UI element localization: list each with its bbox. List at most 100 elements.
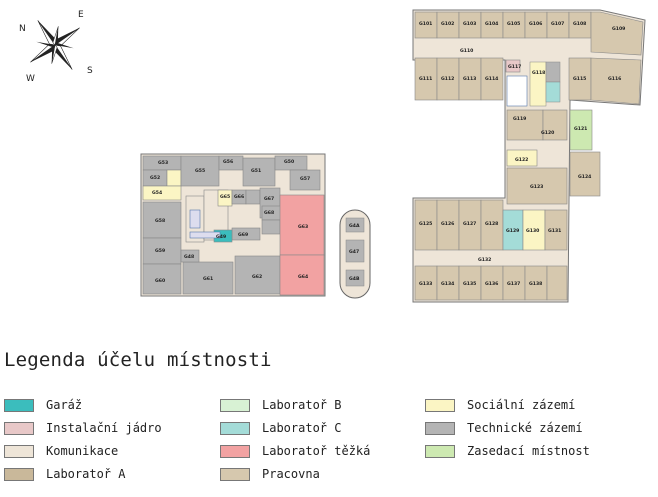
legend-label: Technické zázemí (467, 421, 583, 435)
room-label: G117 (508, 64, 521, 70)
room-label: G63 (298, 224, 308, 230)
legend-item-technicke-zazemi: Technické zázemí (425, 419, 583, 437)
left-building: G53 G52 G54 G55 G56 G51 G50 G57 G58 G59 … (140, 153, 326, 297)
legend-swatch (4, 421, 34, 435)
legend-swatch (425, 421, 455, 435)
room-label: G67 (264, 196, 274, 202)
room-label: G116 (608, 76, 621, 82)
legend-item-socialni-zazemi: Sociální zázemí (425, 396, 575, 414)
room-label: G102 (441, 21, 454, 27)
compass-south: S (87, 66, 93, 76)
room-label: G134 (441, 281, 454, 287)
legend-swatch (220, 421, 250, 435)
room (142, 185, 182, 201)
room (166, 169, 182, 187)
room-label: G119 (513, 116, 526, 122)
legend-label: Instalační jádro (46, 421, 162, 435)
room-label: G131 (548, 228, 561, 234)
room-label: G57 (300, 176, 310, 182)
legend-swatch (220, 398, 250, 412)
room-label: G132 (478, 257, 491, 263)
room-label: G64 (298, 274, 308, 280)
legend-label: Zasedací místnost (467, 444, 590, 458)
legend-label: Laboratoř těžká (262, 444, 371, 458)
room-label: G4A (349, 223, 360, 229)
legend-item-instalacni-jadro: Instalační jádro (4, 419, 162, 437)
room-label: G127 (463, 221, 476, 227)
right-building: G101 G102 G103 G104 G105 G106 G107 G108 … (412, 9, 646, 303)
room-label: G125 (419, 221, 432, 227)
legend-swatch (425, 398, 455, 412)
room-label: G49 (216, 234, 226, 240)
room-label: G128 (485, 221, 498, 227)
room-label: G107 (551, 21, 564, 27)
room-label: G48 (184, 254, 194, 260)
room-label: G65 (220, 194, 230, 200)
room (234, 255, 281, 295)
room-label: G62 (252, 274, 262, 280)
room (182, 261, 234, 295)
room-label: G59 (155, 248, 165, 254)
compass-west: W (26, 74, 35, 84)
room-label: G111 (419, 76, 432, 82)
room-label: G136 (485, 281, 498, 287)
legend-label: Komunikace (46, 444, 119, 458)
room (279, 194, 325, 256)
legend-item-laborator-tezka: Laboratoř těžká (220, 442, 370, 460)
room-label: G122 (515, 157, 528, 163)
legend-title: Legenda účelu místnosti (4, 349, 272, 371)
room-label: G50 (284, 159, 294, 165)
legend-label: Garáž (46, 398, 83, 412)
room-label: G51 (251, 168, 261, 174)
room-label: G47 (349, 249, 359, 255)
room-label: G133 (419, 281, 432, 287)
room-label: G112 (441, 76, 454, 82)
legend-item-garaz: Garáž (4, 396, 82, 414)
room (180, 249, 200, 263)
legend-label: Laboratoř A (46, 467, 126, 481)
room-label: G68 (264, 210, 274, 216)
room-label: G60 (155, 278, 165, 284)
room (279, 254, 325, 296)
legend-item-laborator-b: Laboratoř B (220, 396, 341, 414)
legend-swatch (425, 444, 455, 458)
stair-tower: G4A G47 G4B (339, 209, 371, 299)
room-label: G138 (529, 281, 542, 287)
room-label: G54 (152, 190, 162, 196)
legend-label: Sociální zázemí (467, 398, 576, 412)
room-label: G137 (507, 281, 520, 287)
room (242, 157, 276, 187)
legend-swatch (4, 467, 34, 481)
room-label: G66 (234, 194, 244, 200)
legend-item-laborator-a: Laboratoř A (4, 465, 125, 483)
room-label: G56 (223, 159, 233, 165)
room-label: G55 (195, 168, 205, 174)
room-label: G110 (460, 48, 473, 54)
room (142, 263, 182, 295)
room-label: G104 (485, 21, 498, 27)
room-label: G126 (441, 221, 454, 227)
legend-item-zasedaci-mistnost: Zasedací místnost (425, 442, 590, 460)
room-label: G106 (529, 21, 542, 27)
legend-item-komunikace: Komunikace (4, 442, 118, 460)
room-label: G58 (155, 218, 165, 224)
legend-swatch (4, 444, 34, 458)
room (245, 189, 261, 205)
legend-label: Laboratoř B (262, 398, 342, 412)
compass-rose: N E S W (19, 10, 93, 84)
room-label: G129 (506, 228, 519, 234)
legend-swatch (220, 467, 250, 481)
room-label: G120 (541, 130, 554, 136)
room-label: G123 (530, 184, 543, 190)
room-label: G108 (573, 21, 586, 27)
legend-item-pracovna: Pracovna (220, 465, 320, 483)
legend-label: Pracovna (262, 467, 320, 481)
room-label: G105 (507, 21, 520, 27)
room-label: G103 (463, 21, 476, 27)
legend-label: Laboratoř C (262, 421, 342, 435)
room (261, 219, 281, 235)
legend-swatch (220, 444, 250, 458)
room (142, 201, 182, 239)
room-label: G69 (238, 232, 248, 238)
room-label: G118 (532, 70, 545, 76)
